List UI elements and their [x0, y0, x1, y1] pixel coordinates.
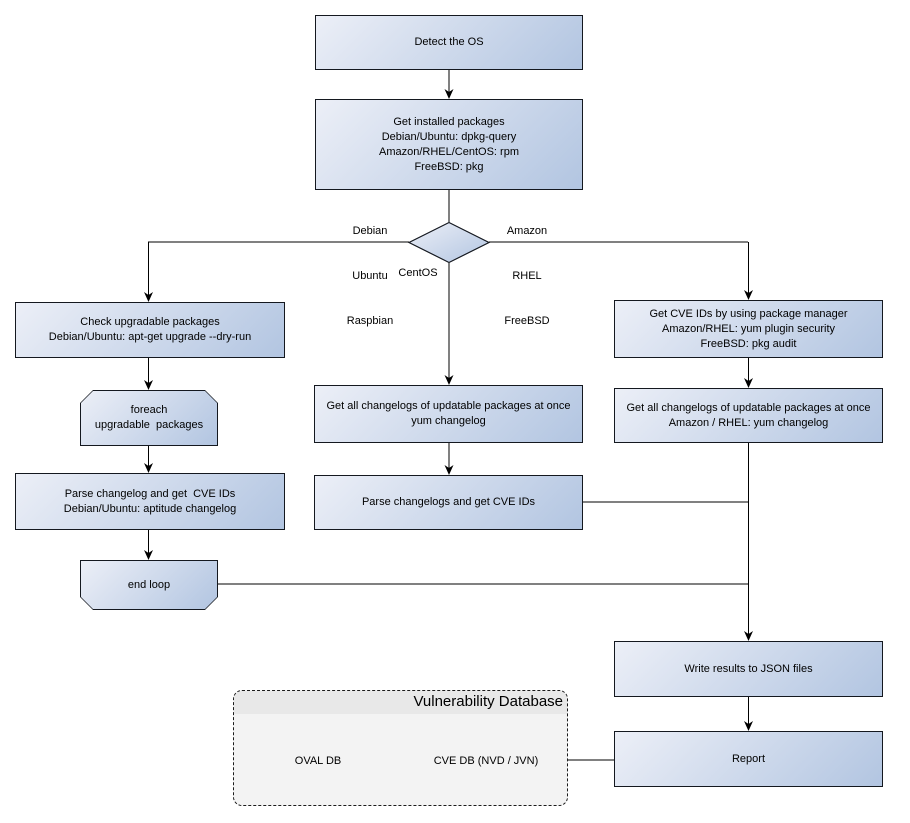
edge-label-centos: CentOS [398, 267, 438, 279]
node-label: Debian/Ubuntu: dpkg-query [381, 130, 517, 143]
edge-label-right-branch: Amazon RHEL FreeBSD [482, 194, 572, 359]
node-parse-changelog-debian: Parse changelog and get CVE IDs Debian/U… [15, 473, 285, 530]
node-label: Report [731, 752, 766, 765]
arrowhead [144, 292, 153, 302]
node-get-installed-packages: Get installed packages Debian/Ubuntu: dp… [315, 99, 583, 190]
node-get-changelogs-centos: Get all changelogs of updatable packages… [314, 385, 583, 443]
node-label: Parse changelogs and get CVE IDs [361, 496, 536, 508]
node-foreach-loop: foreach upgradable packages [80, 390, 218, 446]
arrowhead [744, 378, 753, 388]
edge-label-line: Raspbian [346, 315, 394, 327]
node-label: Debian/Ubuntu: aptitude changelog [63, 502, 237, 515]
vulnerability-database-header [234, 691, 567, 714]
edge-label-line: FreeBSD [504, 315, 550, 327]
node-label: Get CVE IDs by using package manager [649, 307, 848, 320]
node-label: Detect the OS [414, 36, 484, 48]
db-label-cve: CVE DB (NVD / JVN) [433, 755, 539, 767]
node-label: foreach [130, 404, 168, 416]
vulnerability-database-container [233, 690, 568, 806]
arrowhead [144, 380, 153, 390]
edge-label-line: Ubuntu [352, 270, 388, 282]
db-label-oval: OVAL DB [294, 755, 342, 767]
node-label: Amazon/RHEL/CentOS: rpm [379, 145, 519, 158]
node-label: Get all changelogs of updatable packages… [326, 400, 571, 412]
arrowhead [744, 631, 753, 641]
node-label: Check upgradable packages [80, 316, 220, 328]
arrowhead [444, 465, 454, 475]
node-label: yum changelog [411, 415, 486, 427]
node-label: Parse changelog and get CVE IDs [64, 487, 236, 500]
edge-label-line: Debian [352, 225, 388, 237]
edge-label-line: RHEL [512, 270, 542, 282]
node-parse-changelogs-center: Parse changelogs and get CVE IDs [314, 475, 583, 530]
node-label: Debian/Ubuntu: apt-get upgrade --dry-run [48, 331, 252, 343]
node-label: Amazon/RHEL: yum plugin security [661, 322, 835, 335]
node-label: FreeBSD: pkg audit [700, 337, 797, 350]
node-report: Report [614, 731, 883, 787]
node-detect-os: Detect the OS [315, 15, 583, 70]
edge-label-left-branch: Debian Ubuntu Raspbian [325, 194, 415, 359]
arrowhead [444, 89, 454, 99]
node-label: Get installed packages [393, 115, 505, 128]
node-get-changelogs-rhel: Get all changelogs of updatable packages… [614, 388, 883, 443]
node-label: Amazon / RHEL: yum changelog [668, 416, 829, 429]
node-label: Write results to JSON files [684, 662, 813, 675]
node-label: end loop [127, 578, 171, 591]
connector-lines [148, 70, 749, 761]
node-label: upgradable packages [94, 419, 204, 431]
node-label: Get all changelogs of updatable packages… [626, 401, 871, 414]
arrowhead [444, 375, 454, 385]
edge-label-line: Amazon [506, 225, 548, 237]
node-get-cve-ids-package-manager: Get CVE IDs by using package manager Ama… [614, 300, 883, 358]
arrowheads [144, 89, 753, 731]
node-label: FreeBSD: pkg [414, 160, 484, 173]
decision-diamond [407, 221, 491, 264]
node-end-loop: end loop [80, 560, 218, 610]
arrowhead [744, 721, 753, 731]
arrowhead [144, 463, 153, 473]
vulnerability-database-title: Vulnerability Database [413, 693, 563, 710]
node-write-results-json: Write results to JSON files [614, 641, 883, 697]
node-check-upgradable-packages: Check upgradable packages Debian/Ubuntu:… [15, 302, 285, 358]
arrowhead [144, 550, 153, 560]
arrowhead [744, 290, 753, 300]
